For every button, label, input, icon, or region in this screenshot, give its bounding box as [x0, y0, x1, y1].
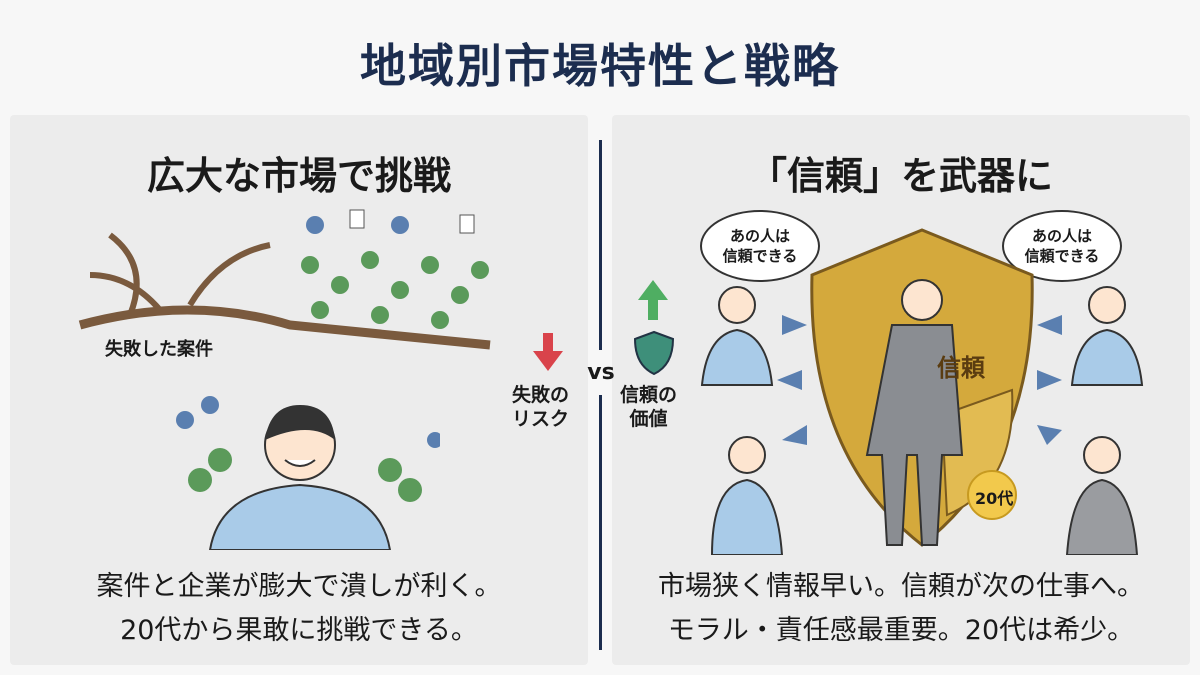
left-caption-line: 案件と企業が膨大で潰しが利く。 — [96, 571, 502, 602]
bubble-text: あの人は — [729, 227, 790, 245]
divider-top — [599, 140, 602, 350]
bubble-text: 信頼できる — [1024, 247, 1100, 265]
shield-trust-text: 信頼 — [937, 354, 985, 382]
trust-label-line: 信頼の — [620, 384, 678, 406]
divider-bottom — [599, 395, 602, 650]
risk-label: 失敗の リスク — [512, 383, 569, 431]
trust-value-label: 信頼の 価値 — [620, 383, 677, 431]
right-caption-line: モラル・責任感最重要。20代は希少。 — [667, 615, 1135, 646]
left-panel: 広大な市場で挑戦 失敗した案件 案件と企業が膨大で潰しが利く。 20代から果敢に… — [10, 115, 588, 665]
left-caption-line: 20代から果敢に挑戦できる。 — [120, 615, 478, 646]
right-panel: 「信頼」を武器に あの人は信頼できる あの人は信頼できる 信頼 20代 市場狭く… — [612, 115, 1190, 665]
left-heading: 広大な市場で挑戦 — [146, 154, 451, 198]
age-badge: 20代 — [975, 489, 1014, 508]
right-caption-line: 市場狭く情報早い。信頼が次の仕事へ。 — [658, 571, 1144, 602]
right-caption: 市場狭く情報早い。信頼が次の仕事へ。 モラル・責任感最重要。20代は希少。 — [612, 565, 1190, 653]
trust-shield-illustration — [700, 228, 1144, 555]
branch-sprouts-illustration — [78, 209, 491, 350]
vs-label: vs — [587, 360, 615, 385]
failed-project-label: 失敗した案件 — [105, 339, 213, 360]
trust-label-line: 価値 — [629, 408, 668, 430]
young-person-illustration — [176, 396, 440, 550]
shield-icon — [633, 330, 675, 376]
page-title: 地域別市場特性と戦略 — [360, 39, 840, 93]
speech-bubble-left: あの人は信頼できる — [700, 210, 820, 282]
bubble-text: あの人は — [1031, 227, 1092, 245]
risk-label-line: リスク — [512, 408, 570, 430]
up-arrow-icon — [638, 280, 668, 320]
bubble-text: 信頼できる — [722, 247, 798, 265]
left-caption: 案件と企業が膨大で潰しが利く。 20代から果敢に挑戦できる。 — [10, 565, 588, 653]
down-arrow-icon — [533, 333, 563, 371]
risk-label-line: 失敗の — [512, 384, 570, 406]
right-heading: 「信頼」を武器に — [748, 154, 1053, 198]
